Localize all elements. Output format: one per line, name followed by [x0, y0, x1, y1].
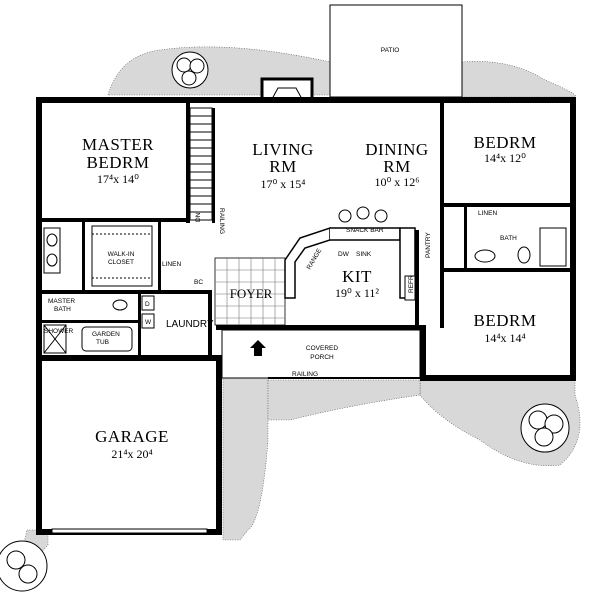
patio: [329, 4, 463, 98]
snack-bar-stools: [338, 206, 388, 223]
master-bedrm-label: MASTER BEDRM 17⁴x 14⁰: [82, 135, 154, 186]
svg-text:RM: RM: [269, 157, 296, 176]
laundry-appliances: [141, 295, 155, 329]
shower-label: SHOWER: [44, 328, 74, 335]
stairs: [189, 107, 215, 223]
svg-text:19⁰ x 11²: 19⁰ x 11²: [335, 286, 379, 300]
svg-text:BEDRM: BEDRM: [87, 153, 150, 172]
master-bath-fixtures: [43, 227, 133, 354]
linen-hall-label: LINEN: [162, 261, 181, 268]
bath-fixtures: [474, 227, 567, 267]
master-bath-label-1: MASTER: [48, 298, 75, 305]
svg-text:PORCH: PORCH: [310, 354, 334, 361]
master-bath-label-2: BATH: [54, 306, 71, 313]
dryer-label: D: [145, 301, 150, 308]
railing-stair-label: RAILING: [218, 208, 225, 234]
living-rm-label: LIVING RM 17⁰ x 15⁴: [252, 140, 314, 191]
svg-text:10⁰ x 12⁶: 10⁰ x 12⁶: [375, 175, 420, 189]
foyer-label: FOYER: [230, 286, 273, 301]
refr-label: REFR: [408, 275, 415, 293]
tree-top: [171, 51, 209, 89]
svg-text:RM: RM: [383, 157, 410, 176]
snack-bar-label: SNACK BAR: [346, 227, 384, 234]
svg-text:KIT: KIT: [342, 267, 372, 286]
sink-label: SINK: [356, 251, 372, 258]
pantry-label: PANTRY: [425, 232, 432, 258]
svg-text:COVERED: COVERED: [306, 345, 338, 352]
kit-label: KIT 19⁰ x 11²: [335, 267, 379, 300]
bath-label: BATH: [500, 235, 517, 242]
svg-text:14⁴x 14⁴: 14⁴x 14⁴: [484, 331, 525, 345]
bc-label: BC: [194, 279, 203, 286]
svg-text:GARAGE: GARAGE: [95, 427, 169, 446]
svg-text:DINING: DINING: [365, 140, 428, 159]
garage-label: GARAGE 21⁴x 20⁴: [95, 427, 169, 461]
garden-tub-label-2: TUB: [96, 339, 109, 346]
svg-text:17⁴x 14⁰: 17⁴x 14⁰: [97, 172, 139, 186]
svg-text:BEDRM: BEDRM: [474, 311, 537, 330]
walk-in-closet-label-2: CLOSET: [108, 259, 134, 266]
walk-in-closet-shelves: [91, 225, 153, 287]
garden-tub-label-1: GARDEN: [92, 331, 120, 338]
tree-right: [520, 403, 570, 453]
svg-text:17⁰ x 15⁴: 17⁰ x 15⁴: [261, 177, 306, 191]
washer-label: W: [145, 319, 152, 326]
svg-text:21⁴x 20⁴: 21⁴x 20⁴: [111, 447, 152, 461]
fireplace: [260, 77, 314, 101]
dw-label: DW: [338, 251, 350, 258]
covered-porch-label: COVERED PORCH: [306, 345, 338, 361]
dn-label: DN: [195, 212, 202, 222]
interior-walls: [42, 103, 570, 355]
covered-porch: [221, 329, 421, 379]
svg-text:LIVING: LIVING: [252, 140, 314, 159]
laundry-label: LAUNDRY: [166, 319, 214, 330]
range-label: RANGE: [306, 247, 324, 271]
kitchen-counters: [284, 226, 416, 301]
svg-text:14⁴x 12⁰: 14⁴x 12⁰: [484, 151, 526, 165]
garage-door: [51, 528, 208, 534]
bedrm-1-label: BEDRM 14⁴x 12⁰: [474, 133, 537, 165]
tree-bottom-left: [0, 540, 48, 592]
svg-text:MASTER: MASTER: [82, 135, 154, 154]
linen-bath-label: LINEN: [478, 210, 497, 217]
foyer-tile: [214, 257, 286, 326]
railing-porch-label: RAILING: [292, 371, 318, 378]
bedrm-2-label: BEDRM 14⁴x 14⁴: [474, 311, 537, 345]
walk-in-closet-label-1: WALK-IN: [108, 251, 135, 258]
patio-label: PATIO: [381, 47, 400, 54]
landscaping: [19, 46, 581, 561]
dining-rm-label: DINING RM 10⁰ x 12⁶: [365, 140, 428, 189]
svg-text:BEDRM: BEDRM: [474, 133, 537, 152]
